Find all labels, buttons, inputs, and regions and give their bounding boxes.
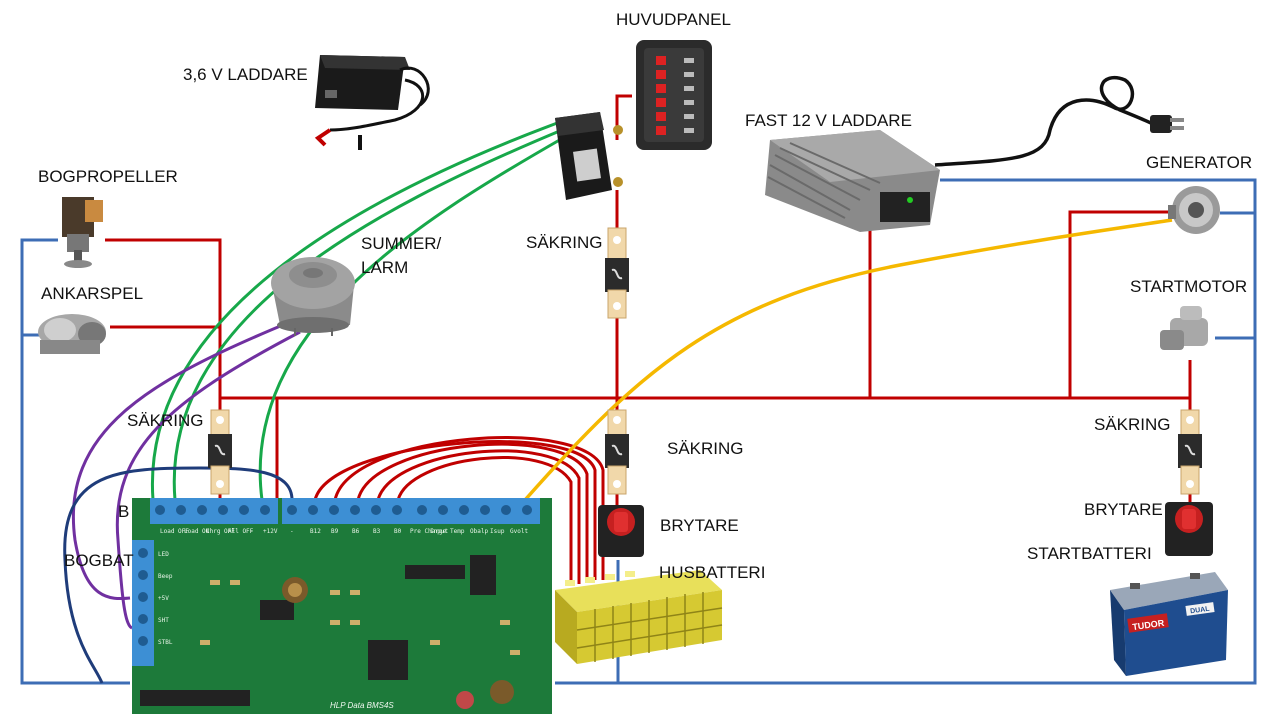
- starter-motor-icon: [1160, 306, 1208, 350]
- house-battery-icon: [555, 570, 723, 664]
- pcb-header-label: -: [290, 528, 294, 535]
- pcb-header-label: Temp: [450, 528, 465, 535]
- label-bow-thruster: BOGPROPELLER: [38, 167, 178, 186]
- pcb-side-label: Beep: [158, 573, 173, 580]
- pcb-header-label: B6: [352, 528, 360, 535]
- pcb-header-label: Gvolt: [510, 528, 528, 535]
- label-generator: GENERATOR: [1146, 153, 1253, 172]
- pcb-side-label: SHT: [158, 617, 169, 624]
- charger-12v-icon: [765, 130, 940, 232]
- label-fuse-top: SÄKRING: [526, 233, 603, 252]
- navy-wire: [63, 466, 294, 684]
- bow-thruster-icon: [62, 197, 103, 268]
- relay-icon: [555, 112, 623, 200]
- label-fuse-left: SÄKRING: [127, 411, 204, 430]
- label-b-partial: B: [118, 502, 130, 521]
- anchor-windlass-icon: [38, 314, 106, 354]
- positive-wires: [105, 94, 1192, 586]
- pcb-header-label: Isup: [490, 528, 505, 535]
- label-fixed-12v-charger: FAST 12 V LADDARE: [745, 111, 912, 130]
- battery-type-text: DUAL: [1190, 606, 1211, 616]
- pcb-header-label: B3: [373, 528, 381, 535]
- pcb-header-label: All OFF: [228, 528, 254, 535]
- pcb-header-label: Input: [430, 528, 448, 535]
- battery-brand-text: TUDOR: [1132, 618, 1166, 632]
- pcb-header-label: -: [250, 528, 254, 535]
- fuse-left-icon: [208, 409, 232, 495]
- pcb-side-label: +5V: [158, 595, 169, 602]
- label-starter-motor: STARTMOTOR: [1130, 277, 1248, 296]
- fuse-right-icon: [1178, 409, 1202, 495]
- pcb-header-label: B12: [310, 528, 321, 535]
- label-buzzer-line1: SUMMER/: [361, 234, 442, 253]
- pcb-header-label: +12V: [263, 528, 278, 535]
- start-battery-icon: TUDOR DUAL: [1110, 572, 1228, 676]
- generator-icon: [1168, 186, 1220, 234]
- label-switch-right: BRYTARE: [1084, 500, 1163, 519]
- plug-icon: [1150, 115, 1184, 133]
- label-fuse-right: SÄKRING: [1094, 415, 1171, 434]
- battery-switch-right-icon: [1165, 502, 1213, 556]
- label-3v6-charger: 3,6 V LADDARE: [183, 65, 308, 84]
- label-house-battery: HUSBATTERI: [659, 563, 766, 582]
- pcb-header-label: Obalp: [470, 528, 488, 535]
- charger-power-cord: [934, 76, 1156, 167]
- main-switch-panel-icon: [636, 40, 712, 150]
- bms-pcb-board: Load OFF Load ON Chrg OFF All OFF - +12V…: [132, 498, 552, 714]
- purple-signal-wires: [72, 320, 301, 630]
- label-switch-mid: BRYTARE: [660, 516, 739, 535]
- pcb-header-label: Chrg OFF: [206, 528, 235, 535]
- pcb-title: HLP Data BMS4S: [330, 701, 394, 710]
- label-anchor-windlass: ANKARSPEL: [41, 284, 144, 303]
- pcb-header-label: Load OFF: [160, 528, 189, 535]
- fuse-mid-icon: [605, 409, 629, 495]
- label-bow-battery-partial: BOGBAT: [64, 551, 134, 570]
- pcb-header-label: Load ON: [184, 528, 210, 535]
- pcb-header-label: B9: [331, 528, 339, 535]
- battery-switch-mid-icon: [598, 505, 644, 557]
- pcb-side-label: LED: [158, 551, 169, 558]
- negative-wires: [20, 178, 1257, 685]
- label-start-battery: STARTBATTERI: [1027, 544, 1152, 563]
- fuse-top-icon: [605, 227, 629, 319]
- label-fuse-mid: SÄKRING: [667, 439, 744, 458]
- charger-3v6-icon: [314, 55, 430, 150]
- pcb-header-label: Pre Charge: [410, 528, 447, 535]
- buzzer-alarm-icon: [271, 257, 355, 336]
- label-buzzer-line2: LARM: [361, 258, 409, 277]
- label-huvudpanel: HUVUDPANEL: [616, 10, 731, 29]
- pcb-header-label: B0: [394, 528, 402, 535]
- yellow-generator-wire: [523, 218, 1173, 502]
- pcb-side-label: STBL: [158, 639, 173, 646]
